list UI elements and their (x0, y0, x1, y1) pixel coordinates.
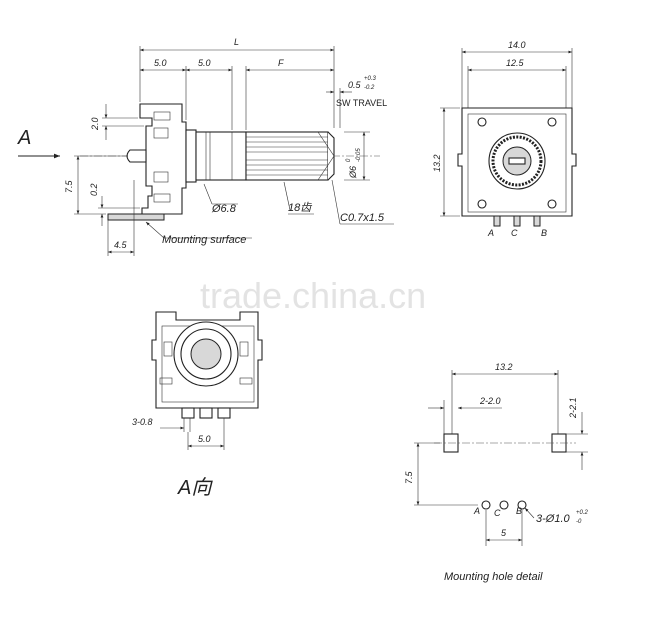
dim-7-5: 7.5 (64, 179, 74, 193)
mounting-plate (107, 213, 165, 221)
hole-dim-tol-top: +0.2 (576, 510, 589, 516)
shaft-chamfer (327, 131, 335, 181)
front-hole-tl (477, 117, 487, 127)
hole-label-b: B (516, 506, 522, 516)
housing-tab-lower (153, 171, 169, 183)
bushing-collar (185, 129, 197, 183)
front-knob-slot (508, 157, 526, 165)
front-view: 14.0 12.5 A C B 13.2 (432, 40, 577, 238)
front-dim-12-5: 12.5 (506, 58, 525, 68)
housing-tab-mid (153, 127, 169, 139)
dim-teeth: 18齿 (288, 201, 312, 214)
side-view: A (17, 37, 394, 256)
front-label-c: C (511, 228, 518, 238)
front-housing-inner (467, 113, 567, 213)
a-view-pin-c (199, 407, 213, 419)
terminal-pin (126, 149, 147, 163)
dim-shaft-tol-top: 0 (346, 158, 352, 162)
front-pin-a (493, 215, 501, 227)
dim-travel: 0.5 (348, 80, 362, 90)
hole-dim-dia: 3-Ø1.0 (536, 513, 571, 525)
dim-5a: 5.0 (154, 58, 167, 68)
dim-travel-tol-top: +0.3 (364, 76, 377, 82)
hole-dim-2-2-0: 2-2.0 (479, 396, 501, 406)
dim-shaft-dia: Ø6 (348, 166, 358, 179)
a-view-pin-b (217, 407, 231, 419)
front-label-b: B (541, 228, 547, 238)
dim-shaft-tol-bot: -0.05 (356, 148, 362, 162)
front-pin-b (533, 215, 541, 227)
knurled-shaft (245, 131, 329, 181)
dim-bushing-dia: Ø6.8 (211, 203, 237, 215)
watermark-text: trade.china.cn (200, 275, 426, 316)
sw-travel-label: SW TRAVEL (336, 98, 387, 108)
bushing (195, 131, 247, 181)
dim-4-5: 4.5 (114, 240, 128, 250)
hole-dim-13-2: 13.2 (495, 362, 513, 372)
hole-detail: 13.2 2-2.0 2-2.1 7.5 A C B 3-Ø1.0 +0.2 -… (404, 362, 589, 583)
hole-dim-5: 5 (501, 528, 507, 538)
dim-5b: 5.0 (198, 58, 211, 68)
a-view-caption: A向 (177, 477, 213, 499)
a-view-dim-3-0-8: 3-0.8 (132, 417, 153, 427)
housing-tab-top (153, 111, 171, 121)
hole-a (481, 500, 491, 510)
hole-c (499, 500, 509, 510)
dim-chamfer: C0.7x1.5 (340, 212, 385, 224)
dim-2-0: 2.0 (90, 117, 100, 131)
knurl-lines (246, 136, 328, 176)
housing-tab-bottom (153, 193, 171, 203)
a-view-dim-5: 5.0 (198, 434, 211, 444)
a-view: 3-0.8 5.0 A向 (132, 311, 263, 499)
hole-label-c: C (494, 508, 501, 518)
front-hole-tr (547, 117, 557, 127)
dim-L: L (234, 37, 239, 47)
front-pin-c (513, 215, 521, 227)
a-view-pin-a (181, 407, 195, 419)
hole-dim-7-5: 7.5 (404, 470, 414, 484)
dim-travel-tol-bot: -0.2 (364, 85, 375, 91)
hole-detail-caption: Mounting hole detail (444, 571, 543, 583)
dim-F: F (278, 58, 284, 68)
housing-outline (139, 103, 187, 219)
hole-b (517, 500, 527, 510)
front-hole-bl (477, 199, 487, 209)
hole-dim-tol-bot: -0 (576, 519, 582, 525)
front-hole-br (547, 199, 557, 209)
view-a-label: A (17, 127, 31, 149)
front-dim-14: 14.0 (508, 40, 526, 50)
hole-label-a: A (473, 506, 480, 516)
front-knob-knurl (491, 135, 543, 187)
a-view-shaft (190, 338, 222, 370)
front-dim-13-2: 13.2 (432, 154, 442, 172)
mounting-surface-label: Mounting surface (162, 234, 246, 246)
hole-dim-2-2-1: 2-2.1 (568, 397, 578, 419)
front-label-a: A (487, 228, 494, 238)
dim-0-2: 0.2 (89, 183, 99, 196)
